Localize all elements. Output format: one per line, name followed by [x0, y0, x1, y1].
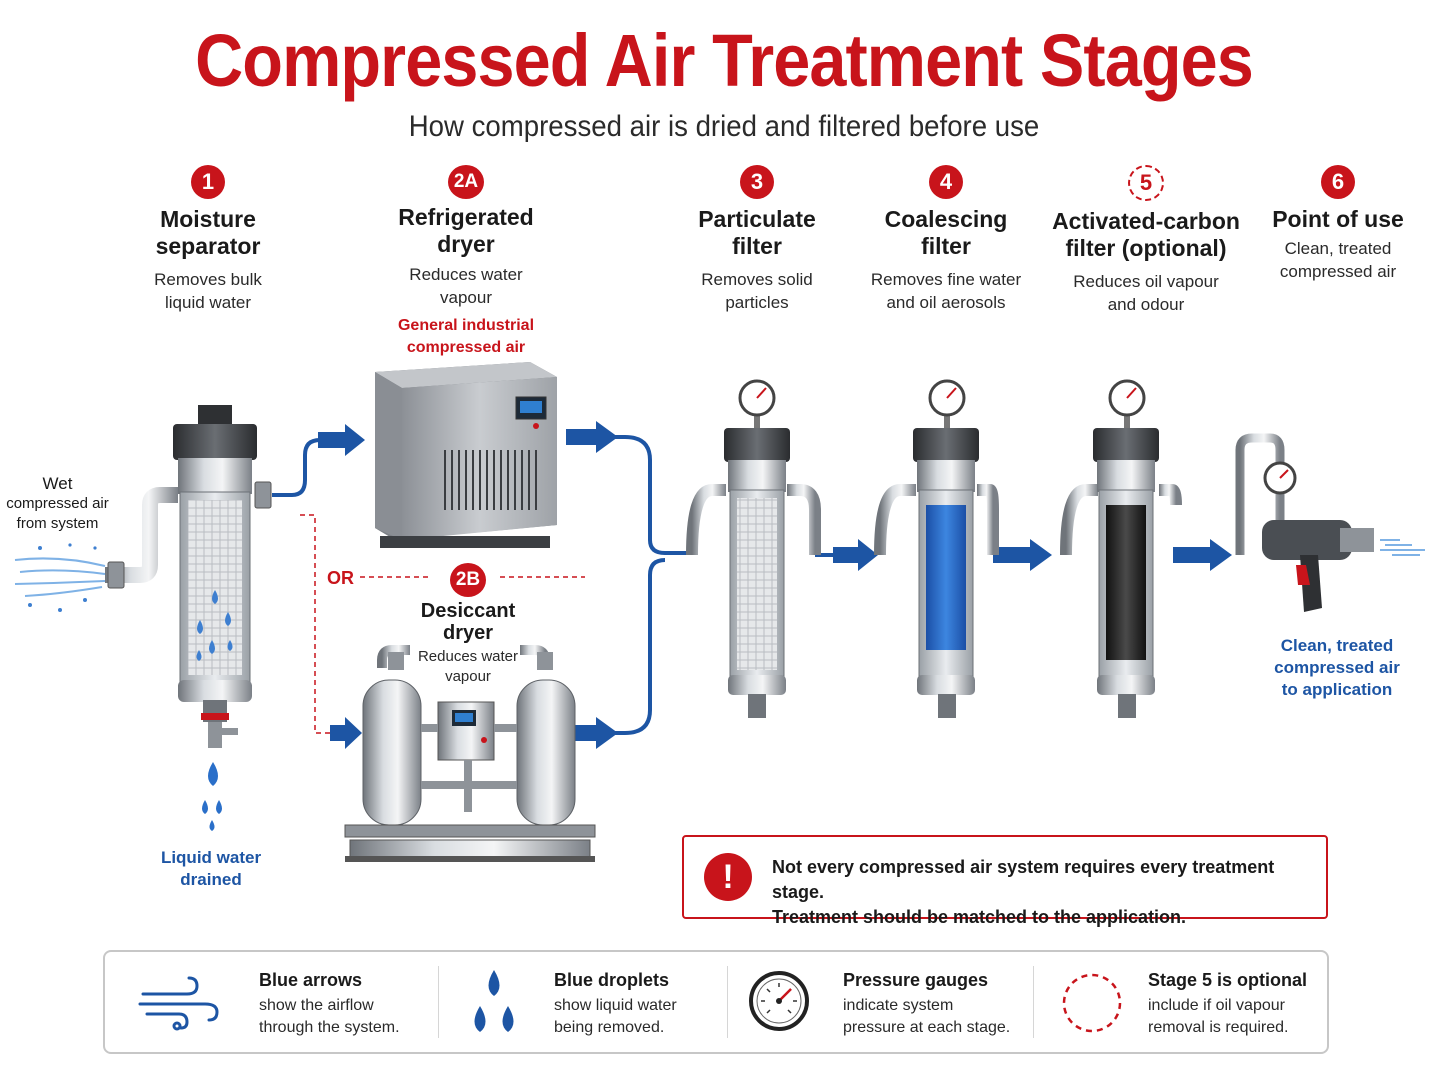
legend-divider: [1033, 966, 1034, 1038]
water-droplets-icon: [474, 970, 514, 1032]
coalescing-filter: [874, 379, 999, 718]
moisture-separator: [105, 405, 272, 748]
exclamation-icon: !: [704, 853, 752, 901]
warning-callout: ! Not every compressed air system requir…: [682, 835, 1328, 927]
or-label: OR: [327, 568, 354, 588]
stage-1-badge: 1: [191, 165, 225, 199]
wet-air-droplets: [28, 543, 97, 612]
legend-title-gauges: Pressure gauges: [843, 970, 989, 990]
stage-4-badge: 4: [929, 165, 963, 199]
page-title: Compressed Air Treatment Stages: [195, 19, 1254, 102]
pressure-gauge-icon: [749, 971, 809, 1031]
refrigerated-dryer: [375, 362, 557, 548]
air-tool: [1235, 433, 1425, 612]
legend-item-optional: Stage 5 is optional include if oil vapou…: [1060, 952, 1320, 1052]
particulate-filter: [686, 379, 821, 718]
warning-text: Not every compressed air system requires…: [772, 857, 1275, 927]
page-subtitle: How compressed air is dried and filtered…: [408, 110, 1040, 143]
dashed-circle-icon: [1062, 973, 1122, 1033]
airflow-arrows-icon: [138, 976, 219, 1031]
activated-carbon-filter: [1060, 379, 1182, 718]
stage-2a-badge: 2A: [448, 165, 484, 199]
or-connector: [300, 514, 585, 734]
desiccant-dryer: [344, 645, 596, 862]
stage-3-badge: 3: [740, 165, 774, 199]
wet-air-streaks: [14, 557, 106, 597]
stage-5-badge: 5: [1128, 165, 1164, 201]
stage-6-badge: 6: [1321, 165, 1355, 199]
legend-title-optional: Stage 5 is optional: [1148, 970, 1308, 990]
legend-divider: [438, 966, 439, 1038]
airflow-arrows: [318, 421, 1232, 749]
stage-2b-badge: 2B: [450, 563, 486, 597]
legend-title-airflow: Blue arrows: [259, 970, 363, 990]
legend-title-droplets: Blue droplets: [554, 970, 670, 990]
stage-6-title: Point of use: [1272, 206, 1404, 232]
inlet-label: Wet compressed air from system: [6, 474, 109, 532]
drain-droplets: [202, 762, 222, 831]
legend-divider: [727, 966, 728, 1038]
